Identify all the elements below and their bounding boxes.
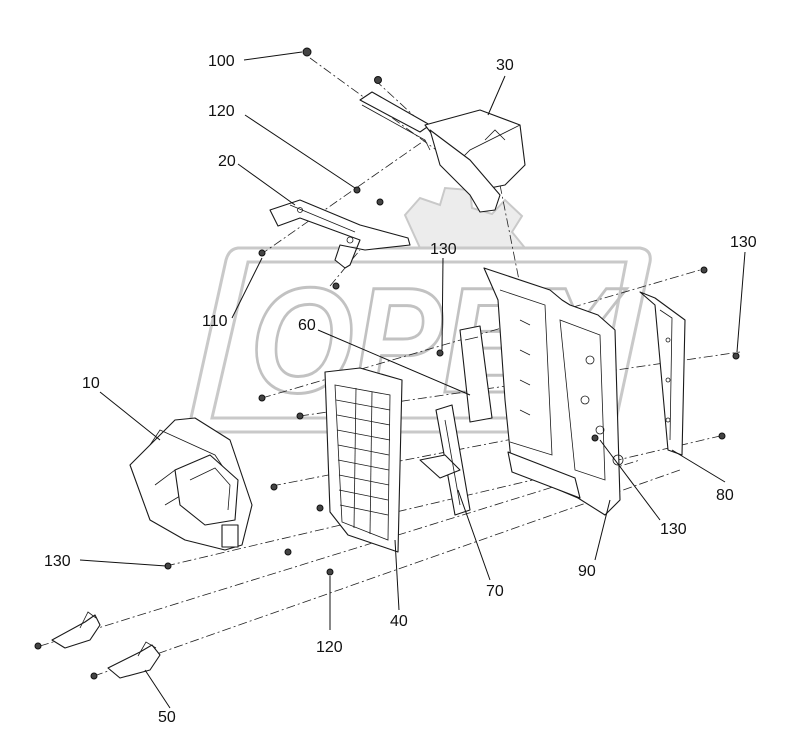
screw-icon (302, 47, 312, 57)
screw-icon (326, 568, 334, 576)
callout-50: 50 (158, 709, 176, 726)
callout-130-left: 130 (44, 553, 71, 570)
callout-130-lower-right: 130 (660, 521, 687, 538)
fasteners (34, 47, 740, 680)
callout-100: 100 (208, 53, 235, 70)
screw-icon (700, 266, 708, 274)
part-50-brackets (51, 611, 161, 679)
callout-labels: 100 30 120 20 130 130 110 60 10 80 130 1… (44, 53, 757, 726)
screw-icon (258, 249, 266, 257)
screw-icon (718, 432, 726, 440)
callout-10: 10 (82, 375, 100, 392)
screw-icon (436, 349, 444, 357)
callout-80: 80 (716, 487, 734, 504)
part-80-side-plate (639, 291, 686, 456)
callout-20: 20 (218, 153, 236, 170)
part-40-grille (324, 367, 403, 553)
screw-icon (284, 548, 292, 556)
part-20-bracket (269, 199, 411, 269)
leader-lines (79, 51, 746, 709)
screw-icon (90, 672, 98, 680)
screw-icon (374, 76, 382, 84)
screw-icon (34, 642, 42, 650)
callout-40: 40 (390, 613, 408, 630)
screw-icon (732, 352, 740, 360)
part-30-housing (359, 91, 526, 213)
callout-30: 30 (496, 57, 514, 74)
part-10-frame (129, 417, 253, 551)
callout-130-right: 130 (730, 234, 757, 251)
callout-120-top: 120 (208, 103, 235, 120)
screw-icon (353, 186, 361, 194)
part-70-rail (419, 404, 471, 516)
screw-icon (270, 483, 278, 491)
callout-70: 70 (486, 583, 504, 600)
watermark-gear-icon (403, 186, 528, 249)
part-90-chassis (483, 267, 624, 516)
screw-icon (296, 412, 304, 420)
callout-130-mid: 130 (430, 241, 457, 258)
screw-icon (332, 282, 340, 290)
part-60-plate (459, 325, 493, 423)
callout-60: 60 (298, 317, 316, 334)
screw-icon (258, 394, 266, 402)
screw-icon (316, 504, 324, 512)
grille-slats (335, 387, 391, 535)
callout-90: 90 (578, 563, 596, 580)
screw-icon (376, 198, 384, 206)
screw-icon (591, 434, 599, 442)
callout-110: 110 (202, 313, 228, 330)
callout-120-bottom: 120 (316, 639, 343, 656)
